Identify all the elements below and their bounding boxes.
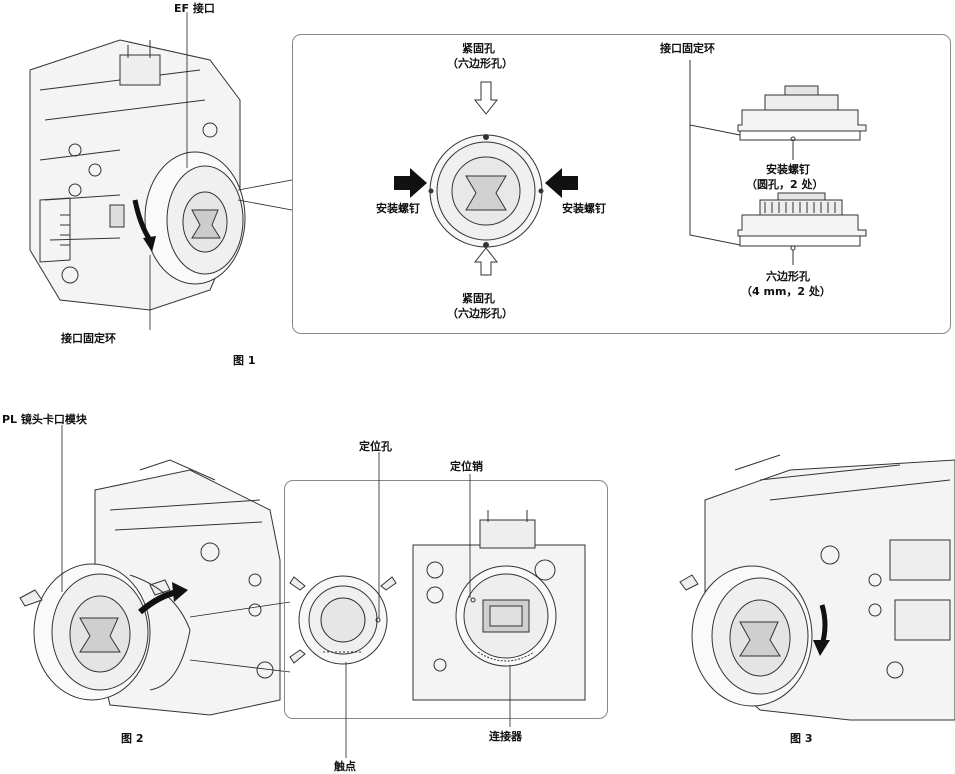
pl-mount-module-label: PL 镜头卡口模块 bbox=[2, 413, 87, 426]
hex-hole-detail-label: 六边形孔 bbox=[766, 270, 810, 283]
figure-1-detail-callout bbox=[292, 34, 951, 334]
mount-screw-left-label: 安装螺钉 bbox=[376, 202, 420, 215]
tighten-hole-bottom-label: 紧固孔 bbox=[462, 292, 495, 305]
mount-lock-ring-label: 接口固定环 bbox=[61, 332, 116, 345]
mount-lock-ring-detail-label: 接口固定环 bbox=[660, 42, 715, 55]
tighten-hole-top-label: 紧固孔 bbox=[462, 42, 495, 55]
tighten-hole-top-sublabel: （六边形孔） bbox=[447, 57, 513, 70]
figure-2-detail-callout bbox=[284, 480, 608, 719]
figure-3-caption: 图 3 bbox=[790, 732, 813, 745]
mount-screw-detail-sublabel: （圆孔，2 处） bbox=[746, 178, 824, 191]
connector-label: 连接器 bbox=[489, 730, 522, 743]
figure-2-caption: 图 2 bbox=[121, 732, 144, 745]
figure-1-caption: 图 1 bbox=[233, 354, 256, 367]
positioning-pin-label: 定位销 bbox=[450, 460, 483, 473]
tighten-hole-bottom-sublabel: （六边形孔） bbox=[447, 307, 513, 320]
mount-screw-right-label: 安装螺钉 bbox=[562, 202, 606, 215]
contacts-label: 触点 bbox=[334, 760, 356, 773]
mount-screw-detail-label: 安装螺钉 bbox=[766, 163, 810, 176]
hex-hole-detail-sublabel: （4 mm，2 处） bbox=[741, 285, 831, 298]
ef-mount-label: EF 接口 bbox=[174, 2, 215, 15]
positioning-hole-label: 定位孔 bbox=[359, 440, 392, 453]
